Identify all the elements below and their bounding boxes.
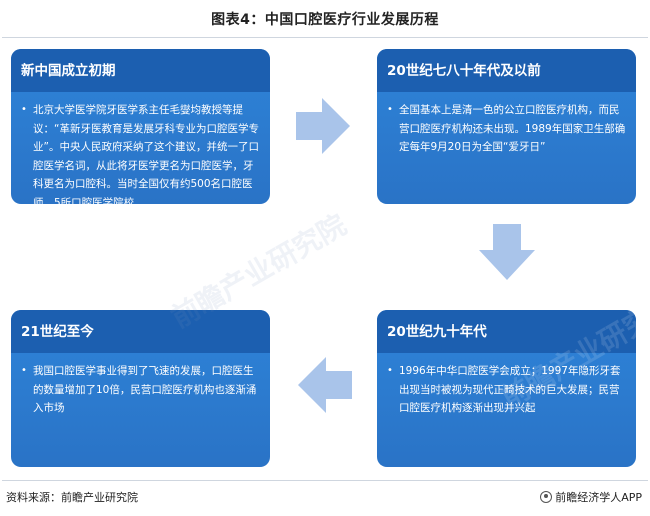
stage-text-2: • 全国基本上是清一色的公立口腔医疗机构，而民营口腔医疗机构还未出现。1989年… bbox=[387, 101, 626, 157]
figure-title: 图表4：中国口腔医疗行业发展历程 bbox=[211, 12, 439, 28]
stage-card-2: 20世纪七八十年代及以前 • 全国基本上是清一色的公立口腔医疗机构，而民营口腔医… bbox=[377, 49, 636, 204]
bullet-icon: • bbox=[21, 365, 27, 376]
stage-text-1: • 北京大学医学院牙医学系主任毛燮均教授等提议：“革新牙医教育是发展牙科专业为口… bbox=[21, 101, 260, 212]
brand-credit: 前瞻经济学人APP bbox=[540, 489, 642, 505]
stage-text-4: • 我国口腔医学事业得到了飞速的发展，口腔医生的数量增加了10倍，民营口腔医疗机… bbox=[21, 362, 260, 418]
stage-description-3: 1996年中华口腔医学会成立；1997年隐形牙套出现当时被视为现代正畸技术的巨大… bbox=[399, 365, 621, 414]
stage-description-2: 全国基本上是清一色的公立口腔医疗机构，而民营口腔医疗机构还未出现。1989年国家… bbox=[399, 104, 626, 153]
arrow-down-icon bbox=[479, 224, 535, 280]
arrow-right-icon bbox=[296, 98, 350, 154]
bullet-icon: • bbox=[387, 365, 393, 376]
stage-heading-4: 21世纪至今 bbox=[11, 310, 270, 353]
stage-heading-3: 20世纪九十年代 bbox=[377, 310, 636, 353]
stage-card-3: 20世纪九十年代 • 1996年中华口腔医学会成立；1997年隐形牙套出现当时被… bbox=[377, 310, 636, 467]
arrow-left-icon bbox=[298, 357, 352, 413]
title-divider bbox=[2, 37, 648, 38]
footer-divider bbox=[2, 480, 648, 481]
bullet-icon: • bbox=[387, 104, 393, 115]
stage-card-4: 21世纪至今 • 我国口腔医学事业得到了飞速的发展，口腔医生的数量增加了10倍，… bbox=[11, 310, 270, 467]
brand-logo-icon bbox=[540, 491, 553, 503]
stage-card-1: 新中国成立初期 • 北京大学医学院牙医学系主任毛燮均教授等提议：“革新牙医教育是… bbox=[11, 49, 270, 209]
source-note: 资料来源：前瞻产业研究院 bbox=[6, 491, 138, 504]
stage-heading-2: 20世纪七八十年代及以前 bbox=[377, 49, 636, 92]
stage-description-1: 北京大学医学院牙医学系主任毛燮均教授等提议：“革新牙医教育是发展牙科专业为口腔医… bbox=[33, 104, 259, 209]
bullet-icon: • bbox=[21, 104, 27, 115]
brand-name: 前瞻经济学人APP bbox=[555, 491, 642, 504]
stage-description-4: 我国口腔医学事业得到了飞速的发展，口腔医生的数量增加了10倍，民营口腔医疗机构也… bbox=[33, 365, 257, 414]
stage-text-3: • 1996年中华口腔医学会成立；1997年隐形牙套出现当时被视为现代正畸技术的… bbox=[387, 362, 626, 418]
stage-heading-1: 新中国成立初期 bbox=[11, 49, 270, 92]
